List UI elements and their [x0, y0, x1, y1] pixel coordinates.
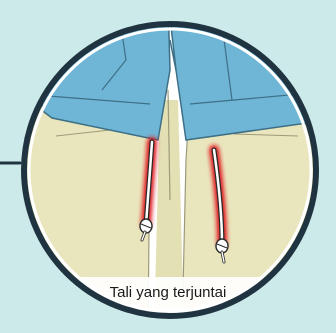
caption-text: Tali yang terjuntai	[0, 284, 336, 301]
